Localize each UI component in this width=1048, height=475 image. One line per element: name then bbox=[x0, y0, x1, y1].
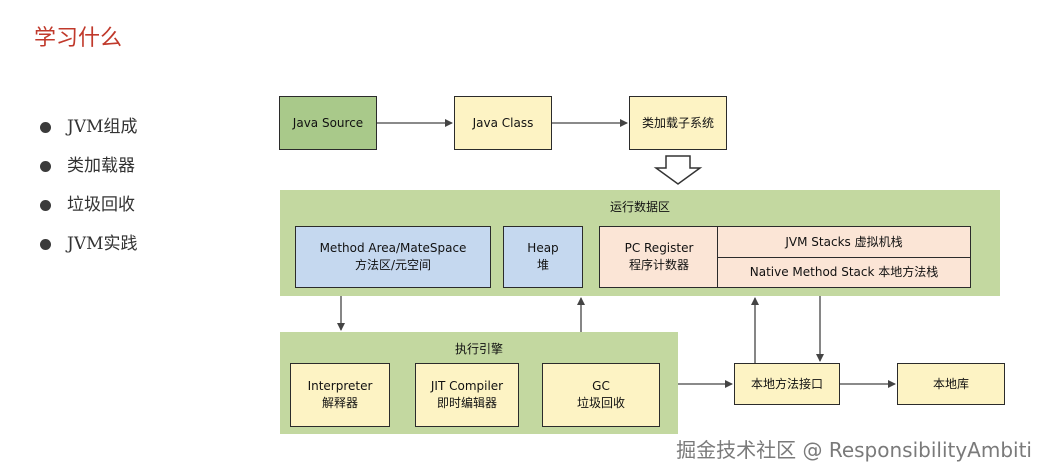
native-library-node: 本地库 bbox=[897, 363, 1005, 405]
gc-node: GC 垃圾回收 bbox=[542, 363, 660, 427]
java-source-node: Java Source bbox=[279, 96, 377, 150]
native-stack-label: Native Method Stack 本地方法栈 bbox=[749, 265, 939, 279]
java-source-label: Java Source bbox=[292, 115, 364, 130]
interpreter-label-en: Interpreter bbox=[307, 379, 373, 393]
native-interface-label: 本地方法接口 bbox=[750, 376, 823, 391]
native-library-label: 本地库 bbox=[932, 376, 969, 391]
method-area-node: Method Area/MateSpace 方法区/元空间 bbox=[295, 226, 491, 288]
runtime-data-area-label: 运行数据区 bbox=[609, 200, 670, 214]
jit-compiler-node: JIT Compiler 即时编辑器 bbox=[415, 363, 519, 427]
native-stack-node: Native Method Stack 本地方法栈 bbox=[717, 257, 971, 288]
heap-label-en: Heap bbox=[527, 241, 559, 255]
jvm-stacks-label: JVM Stacks 虚拟机栈 bbox=[785, 234, 903, 249]
page-title: 学习什么 bbox=[34, 26, 123, 51]
method-area-label-en: Method Area/MateSpace bbox=[319, 241, 467, 255]
java-class-label: Java Class bbox=[472, 115, 534, 130]
bullet-item: 类加载器 bbox=[40, 153, 138, 179]
bullet-item: 垃圾回收 bbox=[40, 192, 138, 218]
bullet-list: JVM组成 类加载器 垃圾回收 JVM实践 bbox=[40, 114, 138, 270]
gc-label-en: GC bbox=[592, 379, 610, 393]
pc-register-label-cn: 程序计数器 bbox=[628, 258, 689, 272]
jit-compiler-label-en: JIT Compiler bbox=[430, 379, 504, 393]
java-class-node: Java Class bbox=[454, 96, 552, 150]
bullet-item: JVM组成 bbox=[40, 114, 138, 140]
watermark: 掘金技术社区 @ ResponsibilityAmbiti bbox=[676, 438, 1032, 462]
interpreter-label-cn: 解释器 bbox=[321, 396, 358, 410]
execution-engine-label: 执行引擎 bbox=[454, 342, 503, 356]
pc-register-label-en: PC Register bbox=[624, 241, 694, 255]
native-interface-node: 本地方法接口 bbox=[734, 363, 840, 405]
jit-compiler-label-cn: 即时编辑器 bbox=[436, 396, 497, 410]
hollow-down-arrow bbox=[653, 155, 703, 185]
heap-node: Heap 堆 bbox=[503, 226, 583, 288]
gc-label-cn: 垃圾回收 bbox=[576, 396, 625, 410]
jvm-stacks-node: JVM Stacks 虚拟机栈 bbox=[717, 226, 971, 258]
bullet-item: JVM实践 bbox=[40, 231, 138, 257]
heap-label-cn: 堆 bbox=[536, 258, 549, 272]
method-area-label-cn: 方法区/元空间 bbox=[354, 258, 432, 272]
pc-register-node: PC Register 程序计数器 bbox=[599, 226, 719, 288]
classloader-label: 类加载子系统 bbox=[641, 115, 714, 130]
interpreter-node: Interpreter 解释器 bbox=[290, 363, 390, 427]
classloader-node: 类加载子系统 bbox=[629, 96, 727, 150]
